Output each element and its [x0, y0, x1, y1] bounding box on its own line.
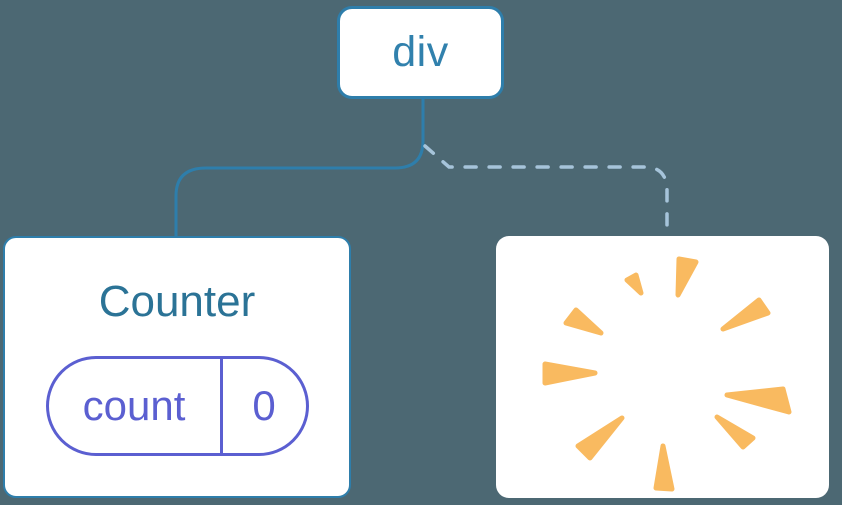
burst-ray: [542, 361, 598, 386]
burst-ray: [563, 307, 604, 336]
tree-node-div: div: [337, 6, 504, 99]
burst-ray: [724, 386, 792, 415]
state-value-cell: 0: [219, 359, 306, 454]
state-pill: count 0: [45, 356, 309, 457]
burst-ray: [675, 256, 699, 298]
burst-ray: [575, 415, 625, 461]
counter-card-title: Counter: [98, 277, 256, 326]
starburst-icon: [542, 256, 792, 492]
tree-node-div-label: div: [392, 28, 449, 76]
dashed-connector-line: [423, 144, 669, 236]
counter-component-card: Counter count 0: [3, 236, 351, 498]
removed-component-card: [496, 236, 829, 498]
burst-ray: [720, 297, 771, 332]
burst-ray: [653, 443, 675, 492]
state-name-cell: count: [82, 382, 186, 430]
burst-ray: [714, 414, 756, 450]
burst-ray: [624, 272, 644, 296]
solid-connector-line: [174, 97, 425, 239]
